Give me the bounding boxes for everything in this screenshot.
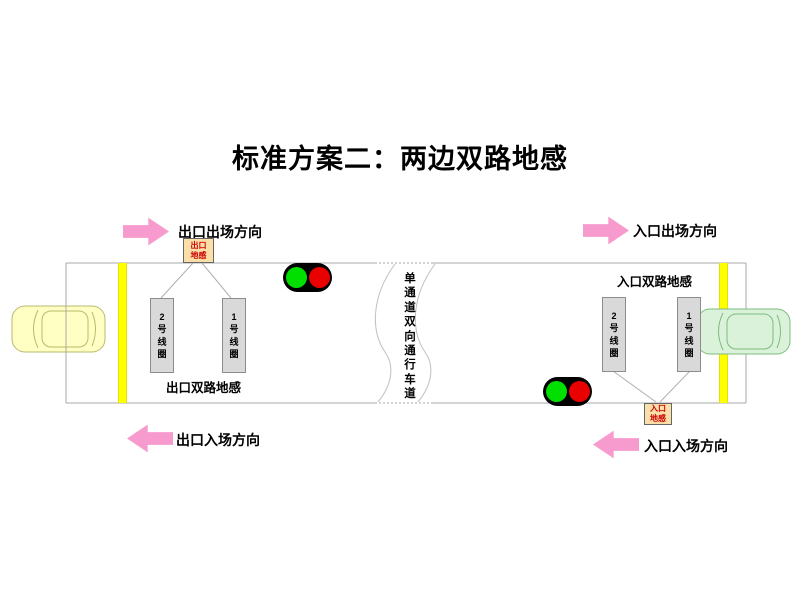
- exit-traffic-light: [283, 263, 332, 292]
- entry-in-label: 入口入场方向: [644, 438, 728, 454]
- entry-traffic-light: [543, 377, 592, 406]
- exit-loop-coil-2: 2号线圈: [150, 298, 174, 373]
- entry-sensor-wire-1: [612, 370, 657, 403]
- exit-sensor-text-line2: 地感: [190, 250, 207, 260]
- green-light-icon: [545, 381, 567, 402]
- entry-loops-caption: 入口双路地感: [617, 275, 693, 289]
- exit-car: [11, 305, 106, 353]
- entry-sensor-text-line2: 地感: [650, 414, 666, 423]
- slide-title: 标准方案二：两边双路地感: [232, 144, 568, 174]
- entry-sensor-wire-2: [659, 370, 691, 403]
- exit-loop-coil-2-label: 2号线圈: [157, 311, 167, 360]
- entry-loop-coil-2: 2号线圈: [602, 297, 626, 372]
- exit-in-label: 出口入场方向: [176, 432, 260, 448]
- entry-sensor-text-line1: 入口: [650, 404, 666, 413]
- exit-sensor-text-line1: 出口: [190, 240, 207, 250]
- entry-loop-coil-1: 1号线圈: [677, 297, 701, 372]
- red-light-icon: [308, 267, 330, 288]
- exit-sensor-wire-1: [160, 262, 194, 299]
- entry-out-label: 入口出场方向: [633, 223, 717, 239]
- exit-loop-coil-1: 1号线圈: [222, 298, 246, 373]
- entry-loop-coil-2-label: 2号线圈: [609, 310, 619, 359]
- entry-loop-coil-1-label: 1号线圈: [684, 310, 694, 359]
- red-light-icon: [568, 381, 590, 402]
- exit-sensor-wire-2: [201, 262, 232, 299]
- lane-curve-left: [374, 263, 396, 403]
- exit-out-label: 出口出场方向: [178, 224, 262, 240]
- sensor-wires: [160, 262, 691, 403]
- exit-barrier-bar: [118, 263, 127, 403]
- single-lane-label: 单通道双向通行车道: [404, 273, 416, 401]
- exit-loop-coil-1-label: 1号线圈: [229, 311, 239, 360]
- entry-ground-sensor-box: 入口 地感: [644, 403, 672, 425]
- green-light-icon: [285, 267, 307, 288]
- road-outline: [65, 262, 747, 404]
- entry-barrier-bar: [719, 263, 728, 403]
- lane-curve-right: [414, 263, 436, 403]
- lane-divider-curves: [374, 263, 436, 403]
- exit-loops-caption: 出口双路地感: [166, 381, 242, 395]
- exit-ground-sensor-box: 出口 地感: [183, 238, 214, 263]
